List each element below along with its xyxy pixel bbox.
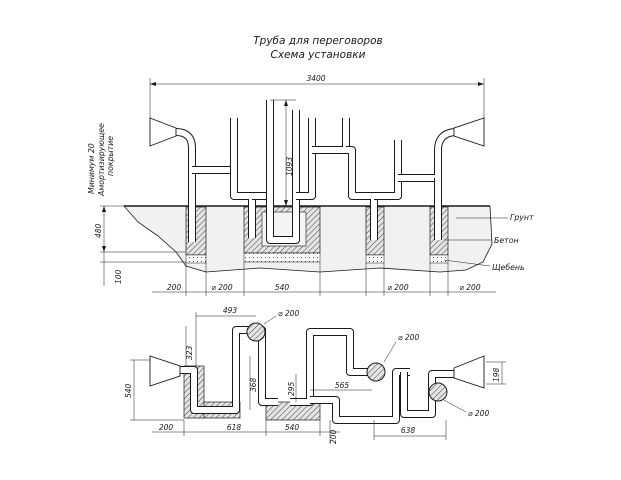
dim-565: 565 [335, 381, 350, 390]
dim-total: 3400 [306, 74, 325, 83]
elev-dim-dia-3: ⌀ 200 [459, 283, 480, 292]
elev-dim-dia-1: ⌀ 200 [211, 283, 232, 292]
post-3 [428, 382, 448, 402]
horn-right [453, 117, 485, 147]
dim-323: 323 [185, 345, 194, 360]
dim-dia-top: ⌀ 200 [278, 309, 299, 318]
label-ground: Грунт [510, 213, 534, 222]
note-surface-2: покрытие [106, 136, 115, 176]
plan-dim-200-v: 200 [329, 429, 338, 444]
elev-dim-dia-2: ⌀ 200 [387, 283, 408, 292]
title-line1: Труба для переговоров [253, 35, 382, 47]
plan-dim-618: 618 [227, 423, 242, 432]
elevation-bottom-dims: 200 ⌀ 200 540 ⌀ 200 ⌀ 200 [152, 262, 496, 296]
post-2 [366, 362, 386, 382]
elev-dim-540: 540 [275, 283, 290, 292]
dim-295: 295 [287, 381, 296, 396]
dim-493: 493 [223, 306, 238, 315]
plan-dim-200: 200 [159, 423, 174, 432]
dim-dia-right: ⌀ 200 [468, 409, 489, 418]
dim-198: 198 [492, 367, 501, 382]
title-line2: Схема установки [271, 49, 366, 61]
plan-view: 493 ⌀ 200 323 540 368 295 565 ⌀ 200 198 … [124, 306, 506, 444]
dim-540-v: 540 [124, 383, 133, 398]
dim-368: 368 [249, 377, 258, 392]
plan-dim-638: 638 [401, 426, 416, 435]
label-gravel: Щебень [492, 263, 525, 272]
plan-bottom-dims: 200 618 540 200 638 [152, 420, 447, 444]
note-surface-1: Амортизирующее [97, 123, 106, 197]
dim-100: 100 [114, 269, 123, 284]
dim-height: 1093 [285, 157, 294, 176]
post-1 [246, 322, 266, 342]
elev-dim-200: 200 [167, 283, 182, 292]
plan-dim-540: 540 [285, 423, 300, 432]
elevation-view: 3400 [87, 74, 534, 296]
dim-dia-mid: ⌀ 200 [398, 333, 419, 342]
plan-horn-left [149, 355, 181, 387]
plan-horn-right [453, 355, 485, 389]
horn-left [149, 117, 177, 147]
dim-480: 480 [94, 223, 103, 238]
speaking-tube-elevation [175, 100, 455, 244]
note-min: Минимум 20 [87, 143, 96, 194]
label-concrete: Бетон [494, 236, 519, 245]
